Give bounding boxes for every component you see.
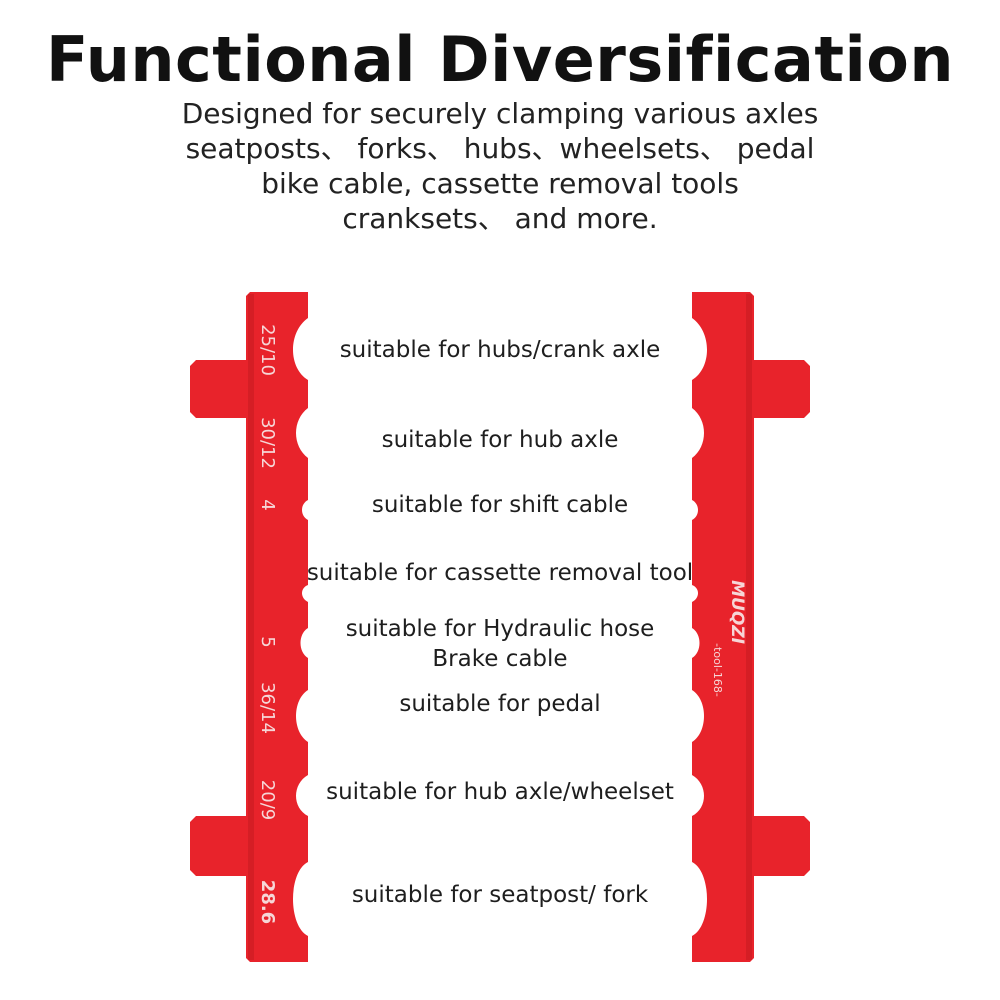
marking: 4 xyxy=(257,499,278,510)
right-insert: MUQZI -tool-168- xyxy=(692,292,810,962)
right-insert-edge xyxy=(746,294,752,960)
marking: 28.6 xyxy=(257,880,278,924)
slot-label-hub-axle-wheelset: suitable for hub axle/wheelset xyxy=(326,779,674,805)
model-marking: -tool-168- xyxy=(711,643,724,697)
subtitle: Designed for securely clamping various a… xyxy=(0,96,1000,236)
slot-label-hubs-crank-axle: suitable for hubs/crank axle xyxy=(339,337,661,363)
marking: 5 xyxy=(257,636,278,647)
marking: 36/14 xyxy=(257,682,278,734)
subtitle-line: seatposts、 forks、 hubs、wheelsets、 pedal xyxy=(185,132,815,165)
slot-label-brake-cable: Brake cable xyxy=(432,646,568,672)
subtitle-line: cranksets、 and more. xyxy=(342,202,658,235)
left-insert: 25/10 30/12 4 5 36/14 20/9 28.6 xyxy=(190,292,308,962)
slot-label-shift-cable: suitable for shift cable xyxy=(371,492,629,518)
brand-logo: MUQZI xyxy=(727,580,747,644)
subtitle-line: bike cable, cassette removal tools xyxy=(261,167,739,200)
slot-label-hydraulic-hose: suitable for Hydraulic hose xyxy=(345,616,655,642)
slot-label-hub-axle: suitable for hub axle xyxy=(381,427,619,453)
left-insert-edge xyxy=(248,294,254,960)
page-title: Functional Diversification xyxy=(46,23,954,96)
slot-label-cassette-tool: suitable for cassette removal tool xyxy=(306,560,694,586)
marking: 30/12 xyxy=(257,417,278,469)
slot-label-pedal: suitable for pedal xyxy=(399,691,601,717)
slot-label-seatpost-fork: suitable for seatpost/ fork xyxy=(351,882,649,908)
marking: 25/10 xyxy=(257,324,278,376)
marking: 20/9 xyxy=(257,780,278,820)
subtitle-line: Designed for securely clamping various a… xyxy=(181,97,819,130)
